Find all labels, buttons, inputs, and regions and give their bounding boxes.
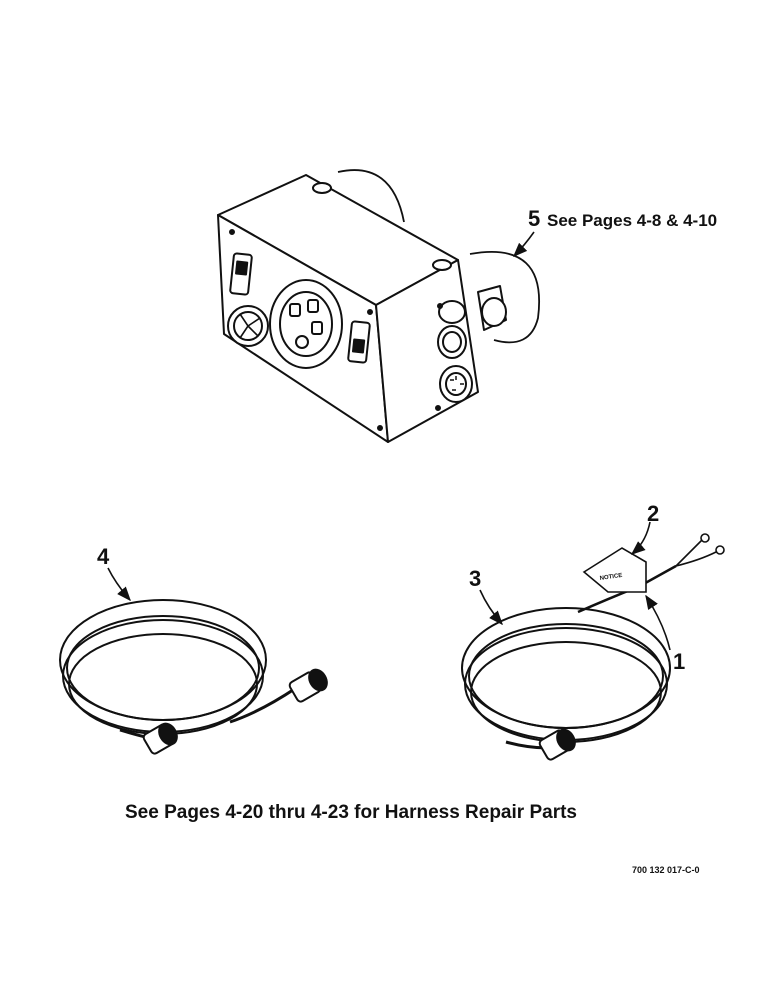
harness-coil-item4: [59, 599, 328, 755]
decal-item2: NOTICE: [582, 547, 647, 593]
leader-lines: [107, 231, 671, 651]
callout-item4: 4: [97, 544, 110, 569]
leader-item2: [630, 521, 651, 555]
item5-page-reference: See Pages 4-8 & 4-10: [547, 211, 718, 230]
callout-item1: 1: [673, 649, 686, 674]
drawing-number: 700 132 017-C-0: [632, 865, 700, 875]
harness-repair-caption: See Pages 4-20 thru 4-23 for Harness Rep…: [125, 802, 577, 823]
leader-item5: [512, 231, 535, 258]
harness-coil-item3: [461, 607, 671, 761]
leader-item1: [645, 594, 671, 651]
control-box: [217, 169, 540, 443]
leader-item3: [479, 589, 503, 626]
decal-text: NOTICE: [599, 573, 622, 582]
callout-item5: 5: [528, 206, 541, 231]
callout-item2: 2: [647, 501, 660, 526]
callout-item3: 3: [469, 566, 482, 591]
leader-item4: [107, 567, 131, 602]
